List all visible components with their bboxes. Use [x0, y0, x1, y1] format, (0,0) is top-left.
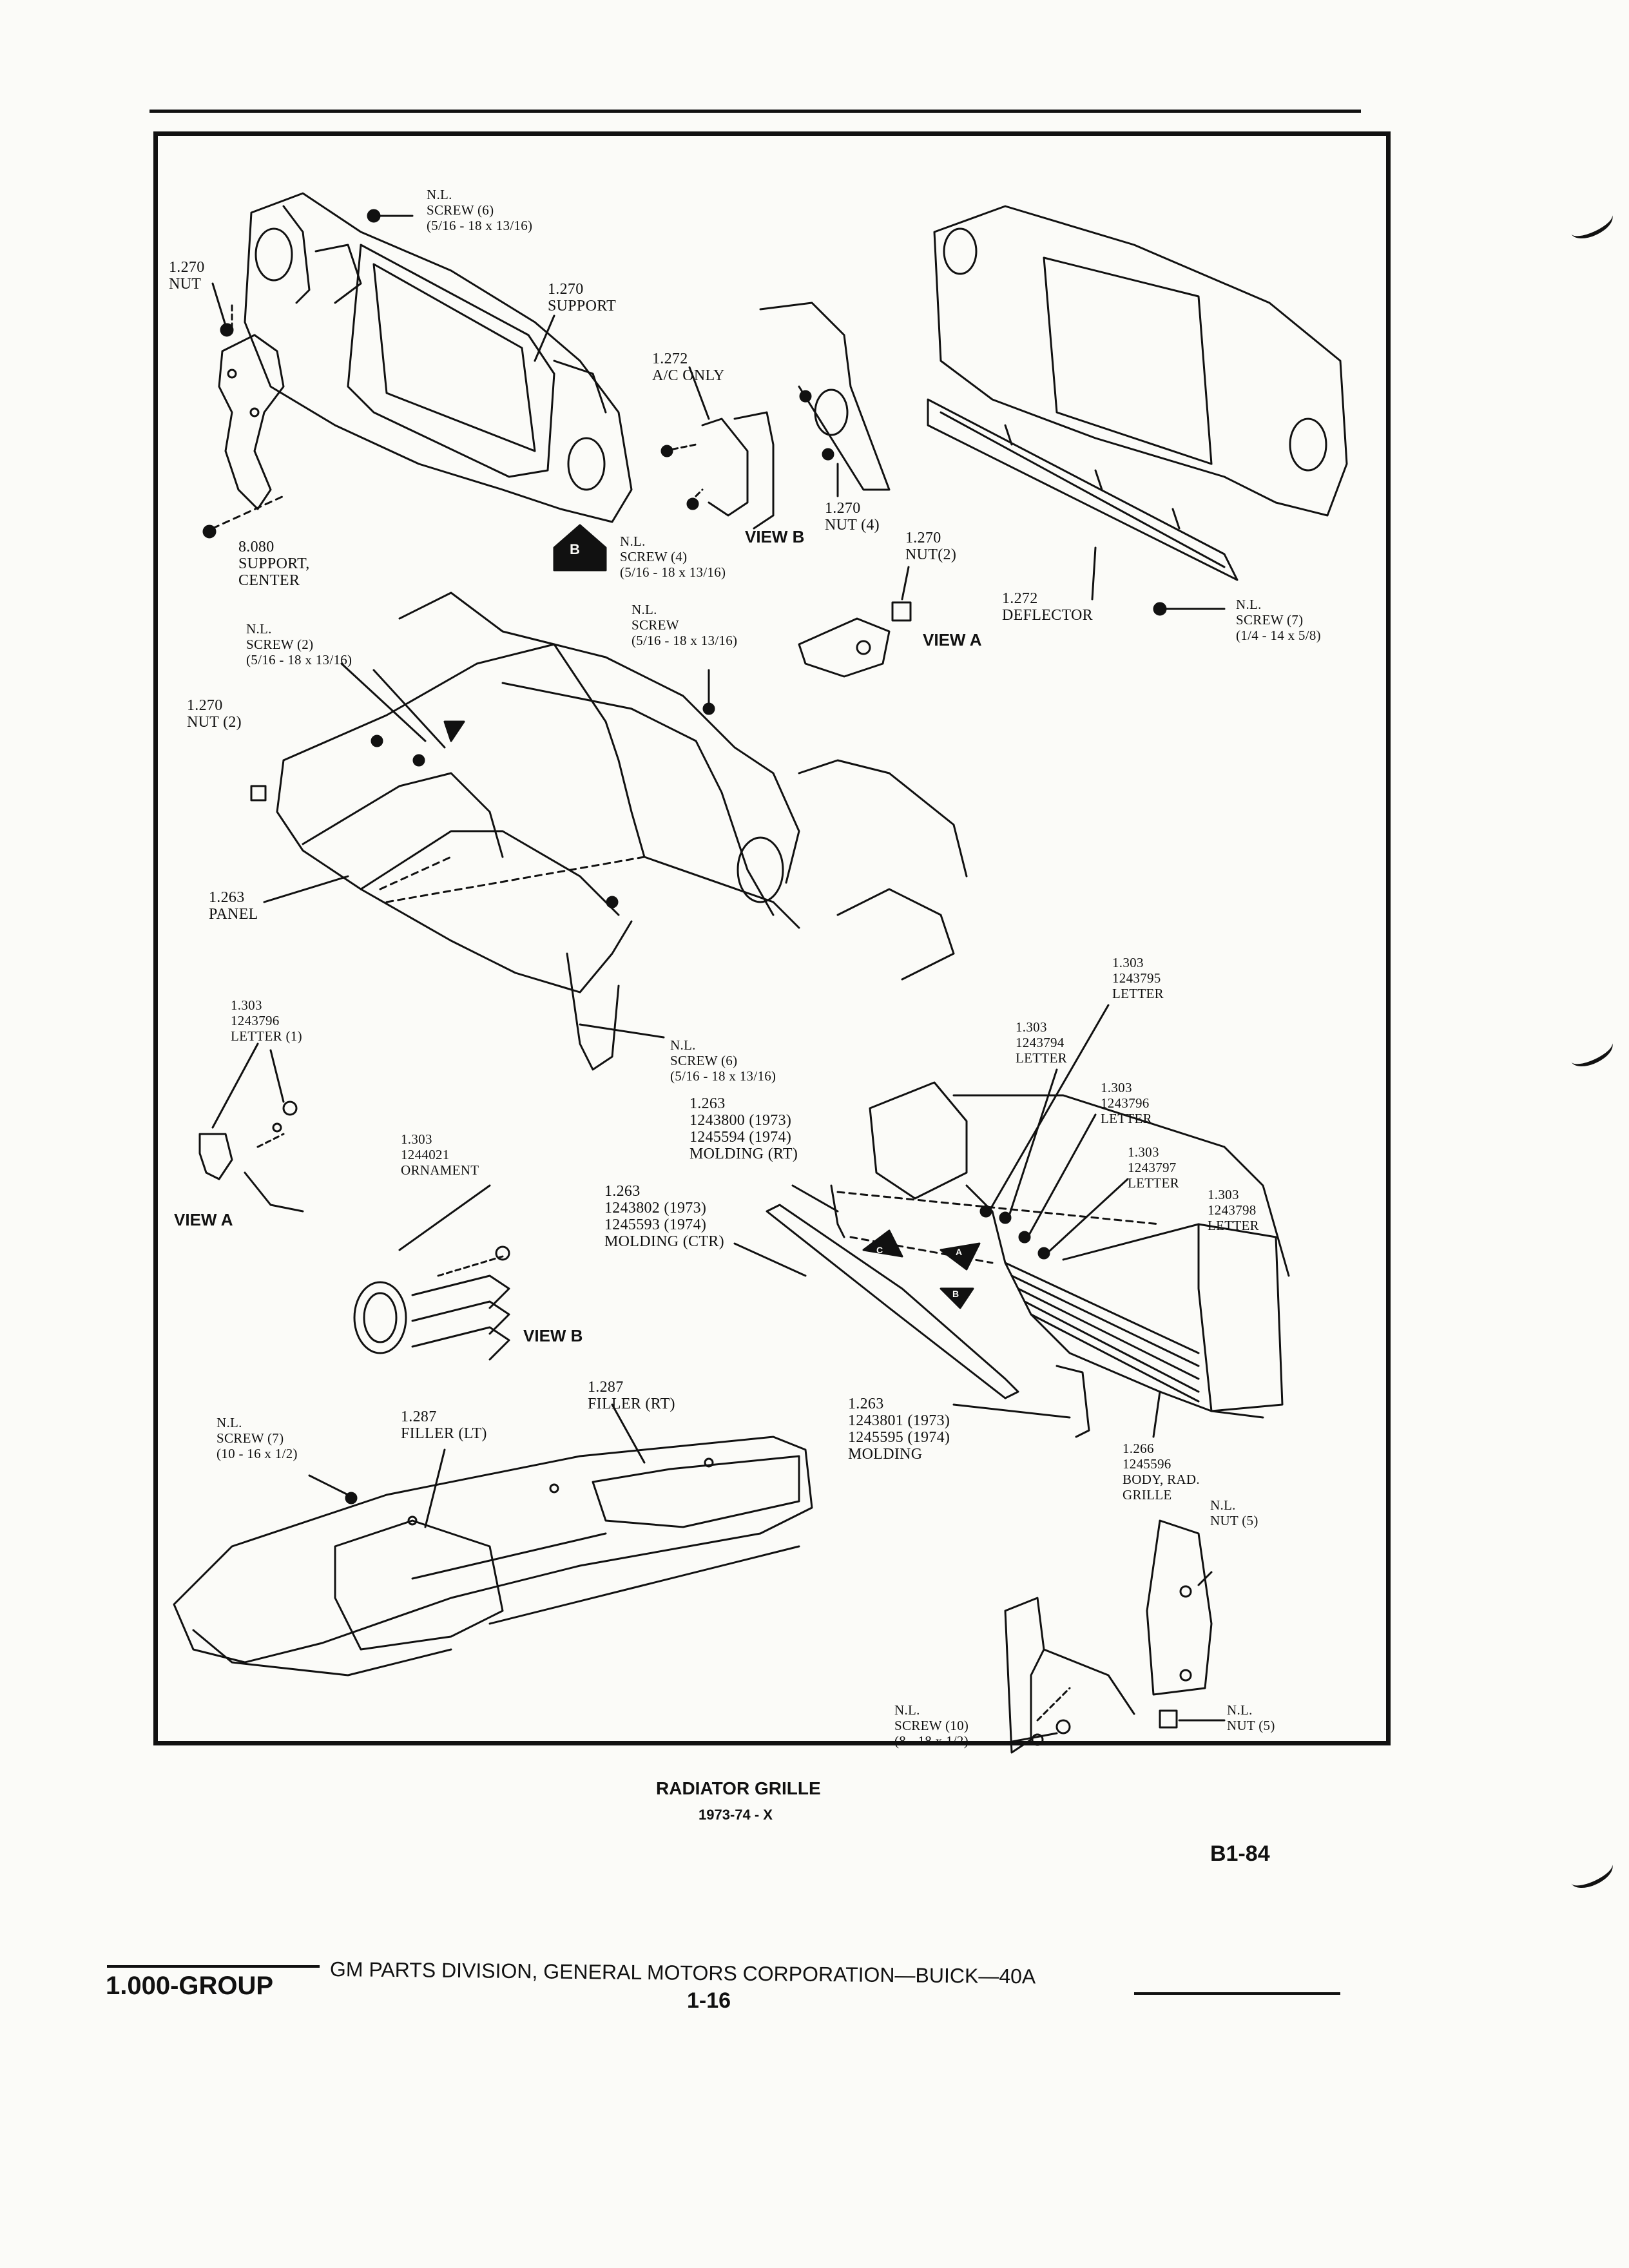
label-screw-7-right: N.L. SCREW (7) (1/4 - 14 x 5/8)	[1236, 597, 1321, 643]
callout-b-grille-letter: B	[952, 1289, 959, 1299]
view-a-title-left: VIEW A	[174, 1210, 233, 1229]
label-screw-2: N.L. SCREW (2) (5/16 - 18 x 13/16)	[246, 621, 352, 668]
filler-drawing	[173, 1403, 813, 1677]
bracket-drawing	[1004, 1519, 1226, 1754]
label-letter-1243795: 1.303 1243795 LETTER	[1112, 955, 1164, 1001]
footer-rule-right	[1134, 1992, 1340, 1995]
label-support-1270: 1.270 SUPPORT	[548, 281, 617, 314]
label-letter-1243797: 1.303 1243797 LETTER	[1128, 1144, 1179, 1191]
callout-b-grille: B	[952, 1289, 959, 1299]
label-panel: 1.263 PANEL	[209, 889, 258, 923]
view-a-detail-drawing	[798, 566, 912, 678]
callout-a-grille-letter: A	[956, 1247, 963, 1257]
label-filler-lt: 1.287 FILLER (LT)	[401, 1408, 487, 1442]
label-screw-7-left: N.L. SCREW (7) (10 - 16 x 1/2)	[217, 1415, 298, 1461]
front-end-assembly-drawing	[250, 591, 968, 1071]
label-body-grille: 1.266 1245596 BODY, RAD. GRILLE	[1123, 1441, 1200, 1503]
radiator-support-drawing	[202, 192, 633, 539]
label-screw-6-mid: N.L. SCREW (6) (5/16 - 18 x 13/16)	[670, 1037, 776, 1084]
label-nut-2-top: 1.270 NUT(2)	[905, 530, 957, 563]
label-molding-1243801: 1.263 1243801 (1973) 1245595 (1974) MOLD…	[848, 1396, 950, 1463]
footer-group: 1.000-GROUP	[106, 1972, 274, 2000]
footer-rule-left	[107, 1965, 320, 1968]
label-nut-5-bottom: N.L. NUT (5)	[1227, 1702, 1275, 1733]
label-nut-5-top: N.L. NUT (5)	[1210, 1497, 1258, 1528]
grille-molding-drawing	[733, 1004, 1290, 1438]
view-a-title-top: VIEW A	[923, 630, 982, 649]
label-screw-4: N.L. SCREW (4) (5/16 - 18 x 13/16)	[620, 533, 726, 580]
callout-a-center: A	[449, 741, 456, 751]
label-ac-only: 1.272 A/C ONLY	[652, 351, 725, 384]
label-support-center: 8.080 SUPPORT, CENTER	[238, 539, 310, 589]
view-b-ornament-drawing	[353, 1184, 510, 1361]
top-rule	[149, 110, 1361, 113]
figure-subtitle: 1973-74 - X	[699, 1807, 773, 1823]
label-letter-1243798: 1.303 1243798 LETTER	[1208, 1187, 1259, 1233]
view-a-letter-detail-drawing	[198, 1043, 304, 1213]
label-letter-1243796-left: 1.303 1243796 LETTER (1)	[231, 997, 302, 1044]
label-molding-rt: 1.263 1243800 (1973) 1245594 (1974) MOLD…	[689, 1095, 798, 1162]
label-ornament: 1.303 1244021 ORNAMENT	[401, 1131, 479, 1178]
label-screw-mid: N.L. SCREW (5/16 - 18 x 13/16)	[631, 602, 738, 648]
callout-a-letter: A	[449, 741, 456, 751]
view-b-title-bottom: VIEW B	[523, 1326, 583, 1345]
label-screw-10: N.L. SCREW (10) (8 - 18 x 1/2)	[894, 1702, 969, 1749]
label-deflector: 1.272 DEFLECTOR	[1002, 590, 1093, 624]
view-b-detail-drawing	[660, 302, 891, 530]
deflector-drawing	[927, 205, 1348, 616]
label-letter-1243796: 1.303 1243796 LETTER	[1101, 1080, 1152, 1126]
callout-b-letter: B	[570, 541, 580, 557]
footer-page-number: 1-16	[687, 1988, 731, 2013]
callout-a-grille: A	[956, 1247, 962, 1257]
callout-b-top: B	[570, 541, 580, 558]
page-code: B1-84	[1210, 1841, 1270, 1866]
callout-c-letter: C	[876, 1245, 883, 1255]
figure-title: RADIATOR GRILLE	[656, 1778, 821, 1798]
label-filler-rt: 1.287 FILLER (RT)	[588, 1379, 675, 1412]
label-nut-2-left: 1.270 NUT (2)	[187, 697, 242, 731]
label-screw-top: N.L. SCREW (6) (5/16 - 18 x 13/16)	[427, 187, 533, 233]
label-molding-ctr: 1.263 1243802 (1973) 1245593 (1974) MOLD…	[604, 1183, 724, 1250]
label-nut-1270: 1.270 NUT	[169, 259, 205, 293]
diagram-frame	[153, 131, 1391, 1745]
callout-c: C	[876, 1245, 883, 1255]
label-nut-4: 1.270 NUT (4)	[825, 500, 880, 533]
label-letter-1243794: 1.303 1243794 LETTER	[1016, 1019, 1067, 1066]
view-b-title-top: VIEW B	[745, 527, 805, 546]
